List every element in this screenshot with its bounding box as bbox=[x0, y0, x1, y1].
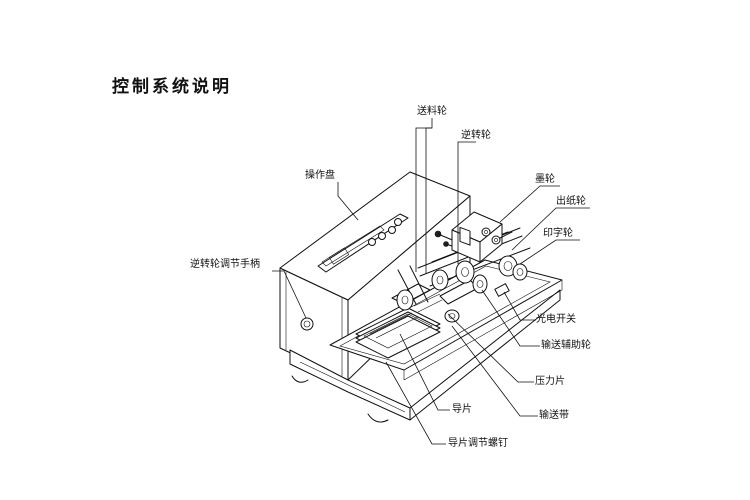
label-control-panel: 操作盘 bbox=[305, 170, 335, 181]
label-feed-wheel: 送料轮 bbox=[417, 106, 447, 117]
label-paper-out-wheel: 出纸轮 bbox=[556, 196, 586, 207]
control-panel bbox=[317, 213, 409, 273]
diagram-title: 控制系统说明 bbox=[112, 77, 232, 97]
leader-lines bbox=[272, 118, 590, 445]
label-reverse-wheel: 逆转轮 bbox=[461, 130, 491, 141]
label-reverse-wheel-handle: 逆转轮调节手柄 bbox=[190, 259, 260, 270]
label-conveyor-belt: 输送带 bbox=[539, 410, 569, 421]
label-print-wheel: 印字轮 bbox=[543, 228, 573, 239]
label-aux-feed-wheel: 输送辅助轮 bbox=[541, 340, 591, 351]
label-guide-screw: 导片调节螺钉 bbox=[448, 438, 508, 449]
label-pressure-plate: 压力片 bbox=[535, 376, 565, 387]
label-ink-wheel: 墨轮 bbox=[535, 174, 555, 185]
ink-wheel-housing bbox=[451, 211, 513, 263]
label-photo-switch: 光电开关 bbox=[536, 314, 576, 325]
photo-switch bbox=[494, 283, 510, 297]
label-guide-plate: 导片 bbox=[452, 404, 472, 415]
pressure-mechanism bbox=[391, 265, 479, 323]
card-stack bbox=[355, 307, 441, 359]
